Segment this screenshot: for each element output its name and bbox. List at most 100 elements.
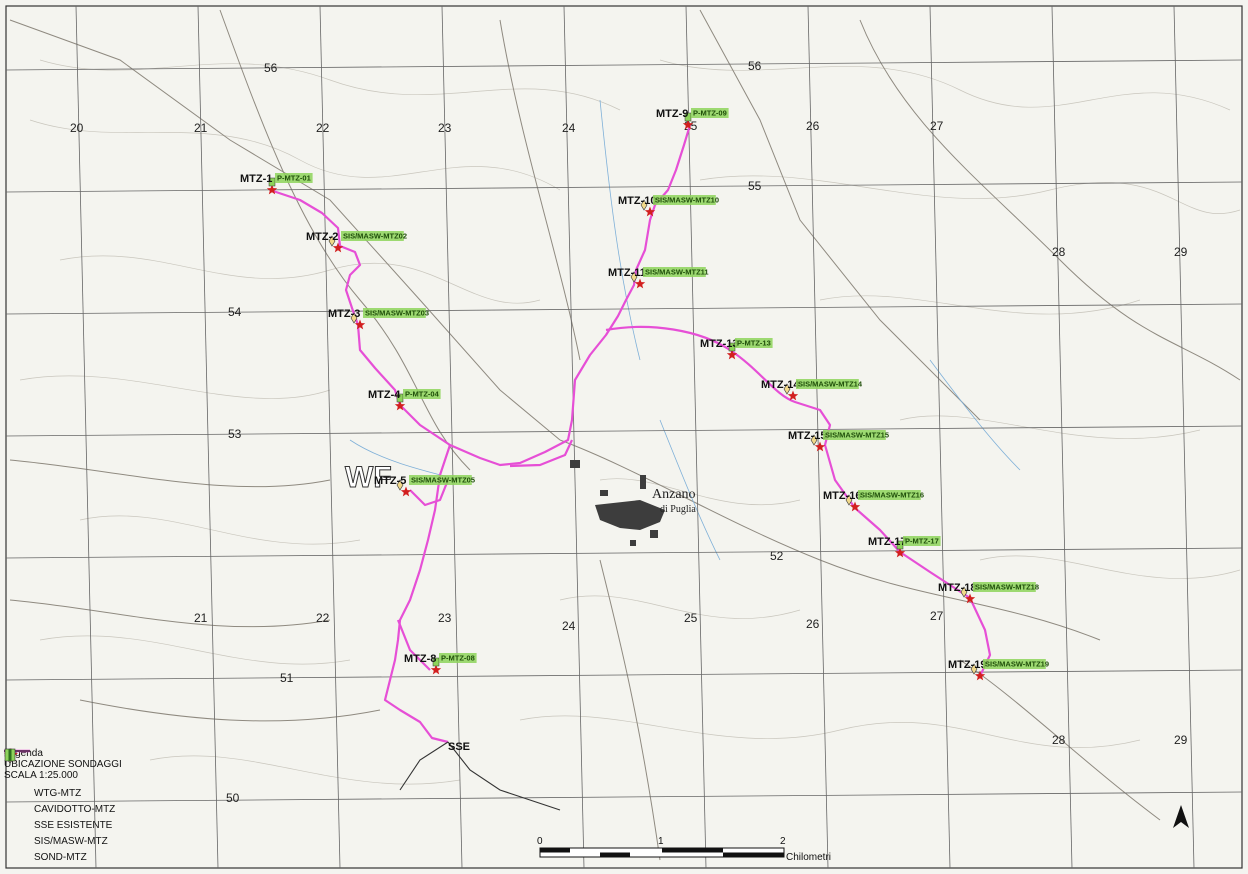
- red-star-icon: [682, 119, 694, 130]
- red-star-icon: [787, 390, 799, 401]
- code-badge: [691, 108, 729, 118]
- red-star-icon: [394, 400, 406, 411]
- diamond-icon: [328, 235, 336, 247]
- turbine-mtz-13[interactable]: MTZ-13P-MTZ-13: [700, 338, 773, 360]
- diamond-icon: [970, 663, 978, 675]
- legend-scale: SCALA 1:25.000: [4, 770, 78, 781]
- turbine-label: MTZ-18: [938, 582, 977, 594]
- code-badge: [973, 582, 1036, 592]
- grid-label: 54: [228, 305, 242, 319]
- code-badge: [983, 659, 1046, 669]
- red-star-icon: [430, 664, 442, 675]
- turbine-mtz-8[interactable]: MTZ-8 P-MTZ-08: [404, 653, 477, 675]
- legend-item-cavidotto: CAVIDOTTO-MTZ: [4, 749, 116, 815]
- turbine-label: MTZ-9: [656, 108, 688, 120]
- turbine-label: MTZ-14: [761, 379, 800, 391]
- red-star-icon: [849, 501, 861, 512]
- turbine-code: SIS/MASW-MTZ16: [860, 491, 924, 500]
- legend-item-sis: SIS/MASW-MTZ: [4, 748, 154, 849]
- grid-label: 29: [1174, 245, 1188, 259]
- diamond-icon: [960, 586, 968, 598]
- red-star-icon: [634, 278, 646, 289]
- legend: Legenda UBICAZIONE SONDAGGI SCALA 1:25.0…: [4, 748, 154, 865]
- turbine-label: MTZ-10: [618, 195, 657, 207]
- code-badge: [439, 653, 477, 663]
- grid-label: 53: [228, 427, 242, 441]
- red-star-icon: [964, 593, 976, 604]
- legend-subtitle: UBICAZIONE SONDAGGI: [4, 759, 122, 770]
- turbine-label: MTZ-19: [948, 659, 987, 671]
- turbine-code: SIS/MASW-MTZ02: [343, 232, 407, 241]
- grid-label: 26: [806, 119, 820, 133]
- code-badge: [735, 338, 773, 348]
- town-subname: di Puglia: [660, 504, 696, 515]
- code-badge: [823, 430, 886, 440]
- turbine-code: SIS/MASW-MTZ15: [825, 431, 889, 440]
- turbine-mtz-9[interactable]: MTZ-9 P-MTZ-09: [656, 108, 729, 130]
- turbine-label: MTZ-11: [608, 267, 646, 279]
- turbine-code: P-MTZ-08: [441, 654, 475, 663]
- red-star-icon: [814, 441, 826, 452]
- grid-label: 23: [438, 121, 452, 135]
- code-badge: [796, 379, 859, 389]
- grid-label: 55: [748, 179, 762, 193]
- turbine-code: SIS/MASW-MTZ18: [975, 583, 1039, 592]
- code-badge: [275, 173, 313, 183]
- turbine-code: SIS/MASW-MTZ19: [985, 660, 1049, 669]
- grid-label: 56: [748, 59, 762, 73]
- sse-label: SSE: [448, 741, 470, 753]
- red-star-icon: [726, 349, 738, 360]
- code-badge: [858, 490, 921, 500]
- grid-label: 52: [770, 549, 784, 563]
- grid-label: 27: [930, 119, 944, 133]
- red-star-icon: [894, 547, 906, 558]
- turbine-label: MTZ-8: [404, 653, 436, 665]
- diamond-icon: [640, 199, 648, 211]
- diamond-icon: [810, 434, 818, 446]
- cable-route: [269, 124, 992, 744]
- grid-label: 50: [226, 791, 240, 805]
- diamond-icon: [845, 494, 853, 506]
- code-badge: [409, 475, 472, 485]
- turbine-label: MTZ-15: [788, 430, 827, 442]
- turbine-label: MTZ-16: [823, 490, 862, 502]
- wf-label: WF: [345, 461, 392, 494]
- grid-lines: [5, 5, 1243, 869]
- turbine-code: SIS/MASW-MTZ10: [655, 196, 719, 205]
- grid-label: 21: [194, 121, 208, 135]
- grid-label: 27: [930, 609, 944, 623]
- turbine-mtz-17[interactable]: MTZ-17P-MTZ-17: [868, 536, 941, 558]
- turbine-code: SIS/MASW-MTZ11: [645, 268, 709, 277]
- diamond-icon: [396, 479, 404, 491]
- town-name: Anzano: [652, 487, 696, 502]
- turbine-mtz-2[interactable]: MTZ-2 SIS/MASW-MTZ02: [306, 231, 407, 253]
- grid-label: 51: [280, 671, 294, 685]
- scale-unit: Chilometri: [786, 852, 831, 863]
- legend-item-sse: SSE ESISTENTE: [4, 750, 113, 831]
- turbine-code: P-MTZ-13: [737, 339, 771, 348]
- code-badge: [903, 536, 941, 546]
- turbine-label: MTZ-2: [306, 231, 338, 243]
- turbine-code: P-MTZ-09: [693, 109, 727, 118]
- red-star-icon: [644, 206, 656, 217]
- turbine-code: P-MTZ-17: [905, 537, 939, 546]
- grid-label: 26: [806, 617, 820, 631]
- turbine-label: MTZ-3: [328, 308, 360, 320]
- scale-bar: 0 1 2 Chilometri: [537, 836, 831, 863]
- grid-label: 56: [264, 61, 278, 75]
- grid-label: 24: [562, 121, 576, 135]
